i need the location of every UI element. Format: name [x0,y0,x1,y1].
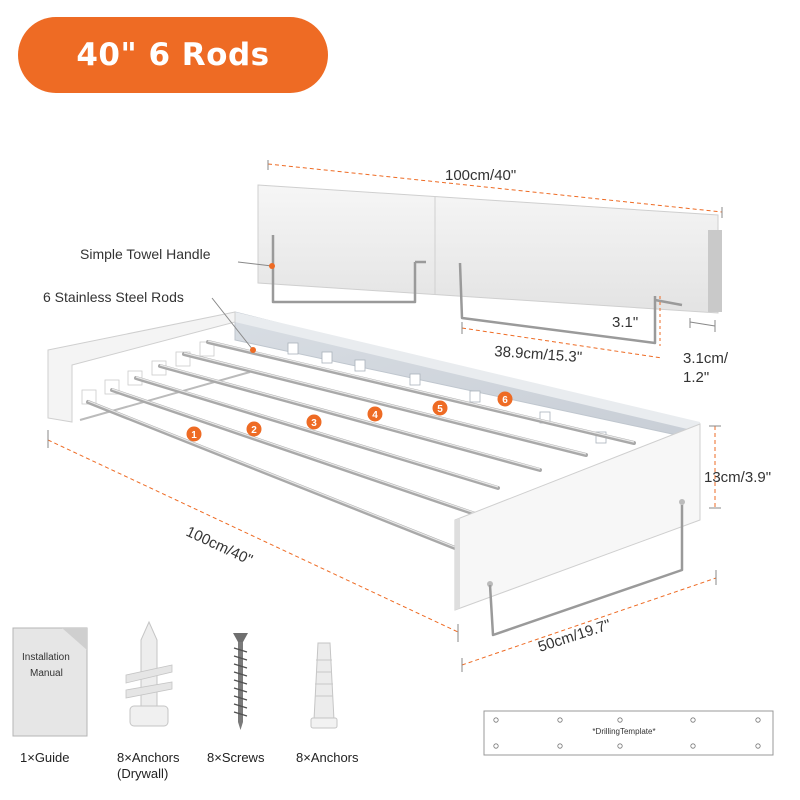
rack-depth-dimension [461,570,717,672]
rod-number-markers: 1 2 3 4 5 6 [186,391,513,442]
rods-callout-label: 6 Stainless Steel Rods [43,289,184,305]
rack-width-dimension [47,430,459,642]
rods-callout [211,297,256,353]
drywall-anchors-label: 8×Anchors [117,750,180,765]
guide-label: 1×Guide [20,750,70,765]
rod-number-5: 5 [437,404,443,415]
rod-marker-1 [186,426,202,442]
towel-handle-callout [237,261,275,269]
guide-cover-line2: Manual [30,668,63,679]
towel-bar-width-dimension [461,322,663,359]
drywall-anchor-image [125,620,173,727]
rod-marker-3 [306,414,322,430]
handle-height-label: 3.1" [612,314,638,331]
handle-depth-label-line1: 3.1cm/ [683,350,729,367]
rod-marker-2 [246,421,262,437]
drilling-template-image: *DrillingTemplate* [483,710,774,756]
installation-guide-image: Installation Manual [12,627,88,737]
rod-number-4: 4 [372,410,378,421]
rod-marker-6 [497,391,513,407]
rod-number-6: 6 [502,395,508,406]
rod-marker-5 [432,400,448,416]
towel-bar-width-label: 38.9cm/15.3" [494,343,583,366]
rod-number-1: 1 [191,430,197,441]
rod-number-2: 2 [251,425,257,436]
handle-depth-dimension [689,318,716,332]
handle-width-label: 100cm/40" [445,167,516,184]
rack-depth-label: 50cm/19.7" [536,616,613,655]
screws-label: 8×Screws [207,750,265,765]
towel-handle-callout-label: Simple Towel Handle [80,246,211,262]
rod-number-3: 3 [311,418,317,429]
folded-handle-unit [257,184,722,345]
anchors-label: 8×Anchors [296,750,359,765]
guide-cover-line1: Installation [22,652,70,663]
drying-rack [47,311,701,637]
rack-height-label: 13cm/3.9" [704,469,771,486]
handle-depth-label-line2: 1.2" [683,369,709,386]
drywall-anchors-sublabel: (Drywall) [117,766,169,781]
screw-image [233,633,248,730]
rack-height-dimension [709,425,721,509]
rod-marker-4 [367,406,383,422]
rack-width-label: 100cm/40" [183,523,255,568]
product-title-badge: 40" 6 Rods [18,17,328,93]
plastic-anchor-image [310,642,338,729]
drilling-template-text: *DrillingTemplate* [592,727,655,736]
handle-width-dimension [267,160,723,218]
